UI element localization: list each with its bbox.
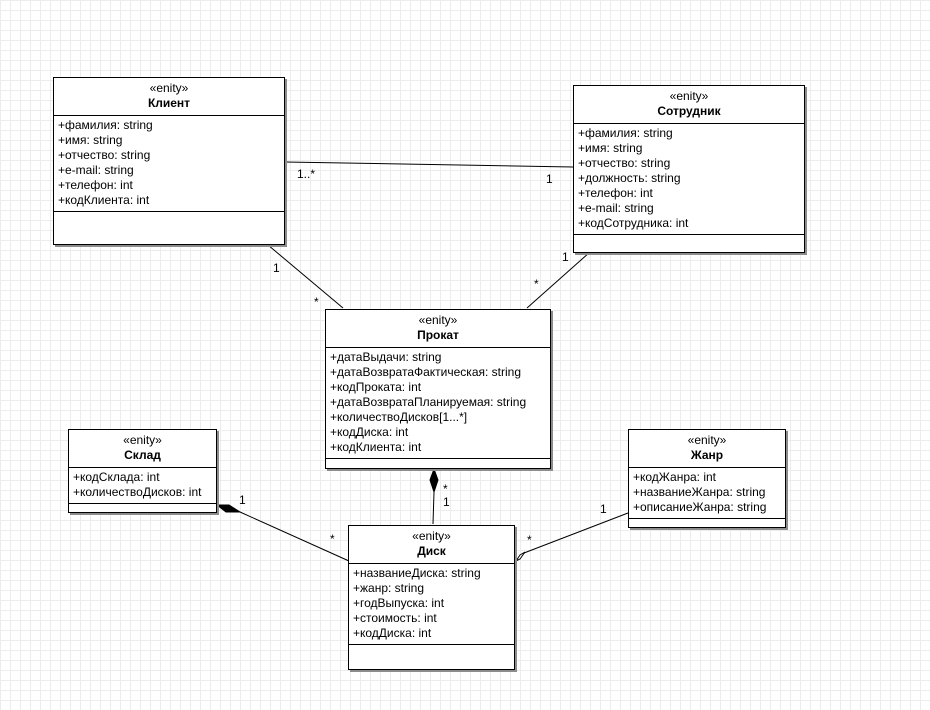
class-name: Прокат xyxy=(417,328,459,342)
multiplicity-label: * xyxy=(314,295,319,309)
attribute: +жанр: string xyxy=(353,581,425,595)
class-disk[interactable]: «enity» Диск +названиеДиска: string +жан… xyxy=(348,525,515,670)
attribute-list: +кодСклада: int +количествоДисков: int xyxy=(69,468,216,504)
attribute: +датаВозвратаФактическая: string xyxy=(330,365,521,379)
association-client-rental xyxy=(267,244,344,309)
multiplicity-label: 1 xyxy=(443,495,450,509)
multiplicity-label: * xyxy=(443,482,448,496)
multiplicity-label: * xyxy=(534,277,539,291)
attribute: +e-mail: string xyxy=(578,201,654,215)
class-name: Клиент xyxy=(147,96,191,110)
attribute: +кодПроката: int xyxy=(330,380,422,394)
multiplicity-label: * xyxy=(527,533,532,547)
class-genre-header: «enity» Жанр xyxy=(629,430,785,468)
composition-diamond-warehouse xyxy=(215,504,242,513)
attribute-list: +названиеДиска: string +жанр: string +го… xyxy=(349,564,514,645)
attribute: +кодКлиента: int xyxy=(58,193,150,207)
stereotype-label: «enity» xyxy=(412,529,451,543)
multiplicity-label: 1 xyxy=(562,250,569,264)
class-client[interactable]: «enity» Клиент +фамилия: string +имя: st… xyxy=(53,77,285,245)
multiplicity-label: 1 xyxy=(239,493,246,507)
class-employee-header: «enity» Сотрудник xyxy=(574,86,804,124)
attribute: +датаВозвратаПланируемая: string xyxy=(330,395,527,409)
aggregation-genre-disk-line xyxy=(523,512,629,554)
class-rental[interactable]: «enity» Прокат +датаВыдачи: string +дата… xyxy=(325,309,551,469)
attribute: +количествоДисков[1...*] xyxy=(330,410,468,424)
attribute-list: +кодЖанра: int +названиеЖанра: string +о… xyxy=(629,468,785,519)
multiplicity-label: 1 xyxy=(600,502,607,516)
multiplicity-label: 1 xyxy=(546,172,553,186)
composition-diamond-rental xyxy=(429,467,439,494)
composition-rental-disk-line xyxy=(432,491,435,525)
attribute: +описаниеЖанра: string xyxy=(633,500,767,514)
composition-warehouse-disk-line xyxy=(239,511,350,562)
stereotype-label: «enity» xyxy=(149,81,189,95)
attribute: +стоимость: int xyxy=(353,611,437,625)
attribute: +кодДиска: int xyxy=(353,626,432,640)
class-rental-header: «enity» Прокат xyxy=(326,310,550,348)
attribute: +должность: string xyxy=(578,171,681,185)
attribute: +телефон: int xyxy=(578,186,653,200)
attribute-list: +фамилия: string +имя: string +отчество:… xyxy=(54,116,284,212)
attribute: +кодСотрудника: int xyxy=(578,216,689,230)
attribute: +датаВыдачи: string xyxy=(330,350,442,364)
attribute: +e-mail: string xyxy=(58,163,134,177)
attribute: +кодЖанра: int xyxy=(633,470,717,484)
class-disk-header: «enity» Диск xyxy=(349,526,514,564)
attribute: +кодСклада: int xyxy=(73,470,160,484)
class-warehouse[interactable]: «enity» Склад +кодСклада: int +количеств… xyxy=(68,429,217,513)
class-client-header: «enity» Клиент xyxy=(54,78,284,116)
multiplicity-label: * xyxy=(330,532,335,546)
attribute: +имя: string xyxy=(578,141,643,155)
class-name: Жанр xyxy=(690,448,724,462)
stereotype-label: «enity» xyxy=(123,433,162,447)
attribute: +отчество: string xyxy=(58,148,151,162)
attribute: +имя: string xyxy=(58,133,123,147)
class-warehouse-header: «enity» Склад xyxy=(69,430,216,468)
attribute: +годВыпуска: int xyxy=(353,596,445,610)
attribute: +телефон: int xyxy=(58,178,133,192)
attribute-list: +датаВыдачи: string +датаВозвратаФактиче… xyxy=(326,348,550,459)
association-employee-rental xyxy=(526,251,591,309)
attribute: +кодДиска: int xyxy=(330,425,409,439)
attribute: +фамилия: string xyxy=(578,126,673,140)
class-name: Сотрудник xyxy=(657,104,721,118)
class-name: Диск xyxy=(417,544,446,558)
stereotype-label: «enity» xyxy=(669,89,709,103)
stereotype-label: «enity» xyxy=(418,313,458,327)
aggregation-diamond-disk xyxy=(514,551,526,563)
class-genre[interactable]: «enity» Жанр +кодЖанра: int +названиеЖан… xyxy=(628,429,786,528)
class-employee[interactable]: «enity» Сотрудник +фамилия: string +имя:… xyxy=(573,85,805,253)
attribute: +названиеЖанра: string xyxy=(633,485,766,499)
association-client-employee xyxy=(284,161,574,168)
class-name: Склад xyxy=(124,448,161,462)
attribute: +кодКлиента: int xyxy=(330,440,422,454)
attribute: +названиеДиска: string xyxy=(353,566,481,580)
attribute: +фамилия: string xyxy=(58,118,153,132)
multiplicity-label: 1..* xyxy=(297,167,316,181)
attribute: +количествоДисков: int xyxy=(73,485,202,499)
multiplicity-label: 1 xyxy=(273,261,280,275)
attribute-list: +фамилия: string +имя: string +отчество:… xyxy=(574,124,804,235)
stereotype-label: «enity» xyxy=(687,433,727,447)
attribute: +отчество: string xyxy=(578,156,671,170)
